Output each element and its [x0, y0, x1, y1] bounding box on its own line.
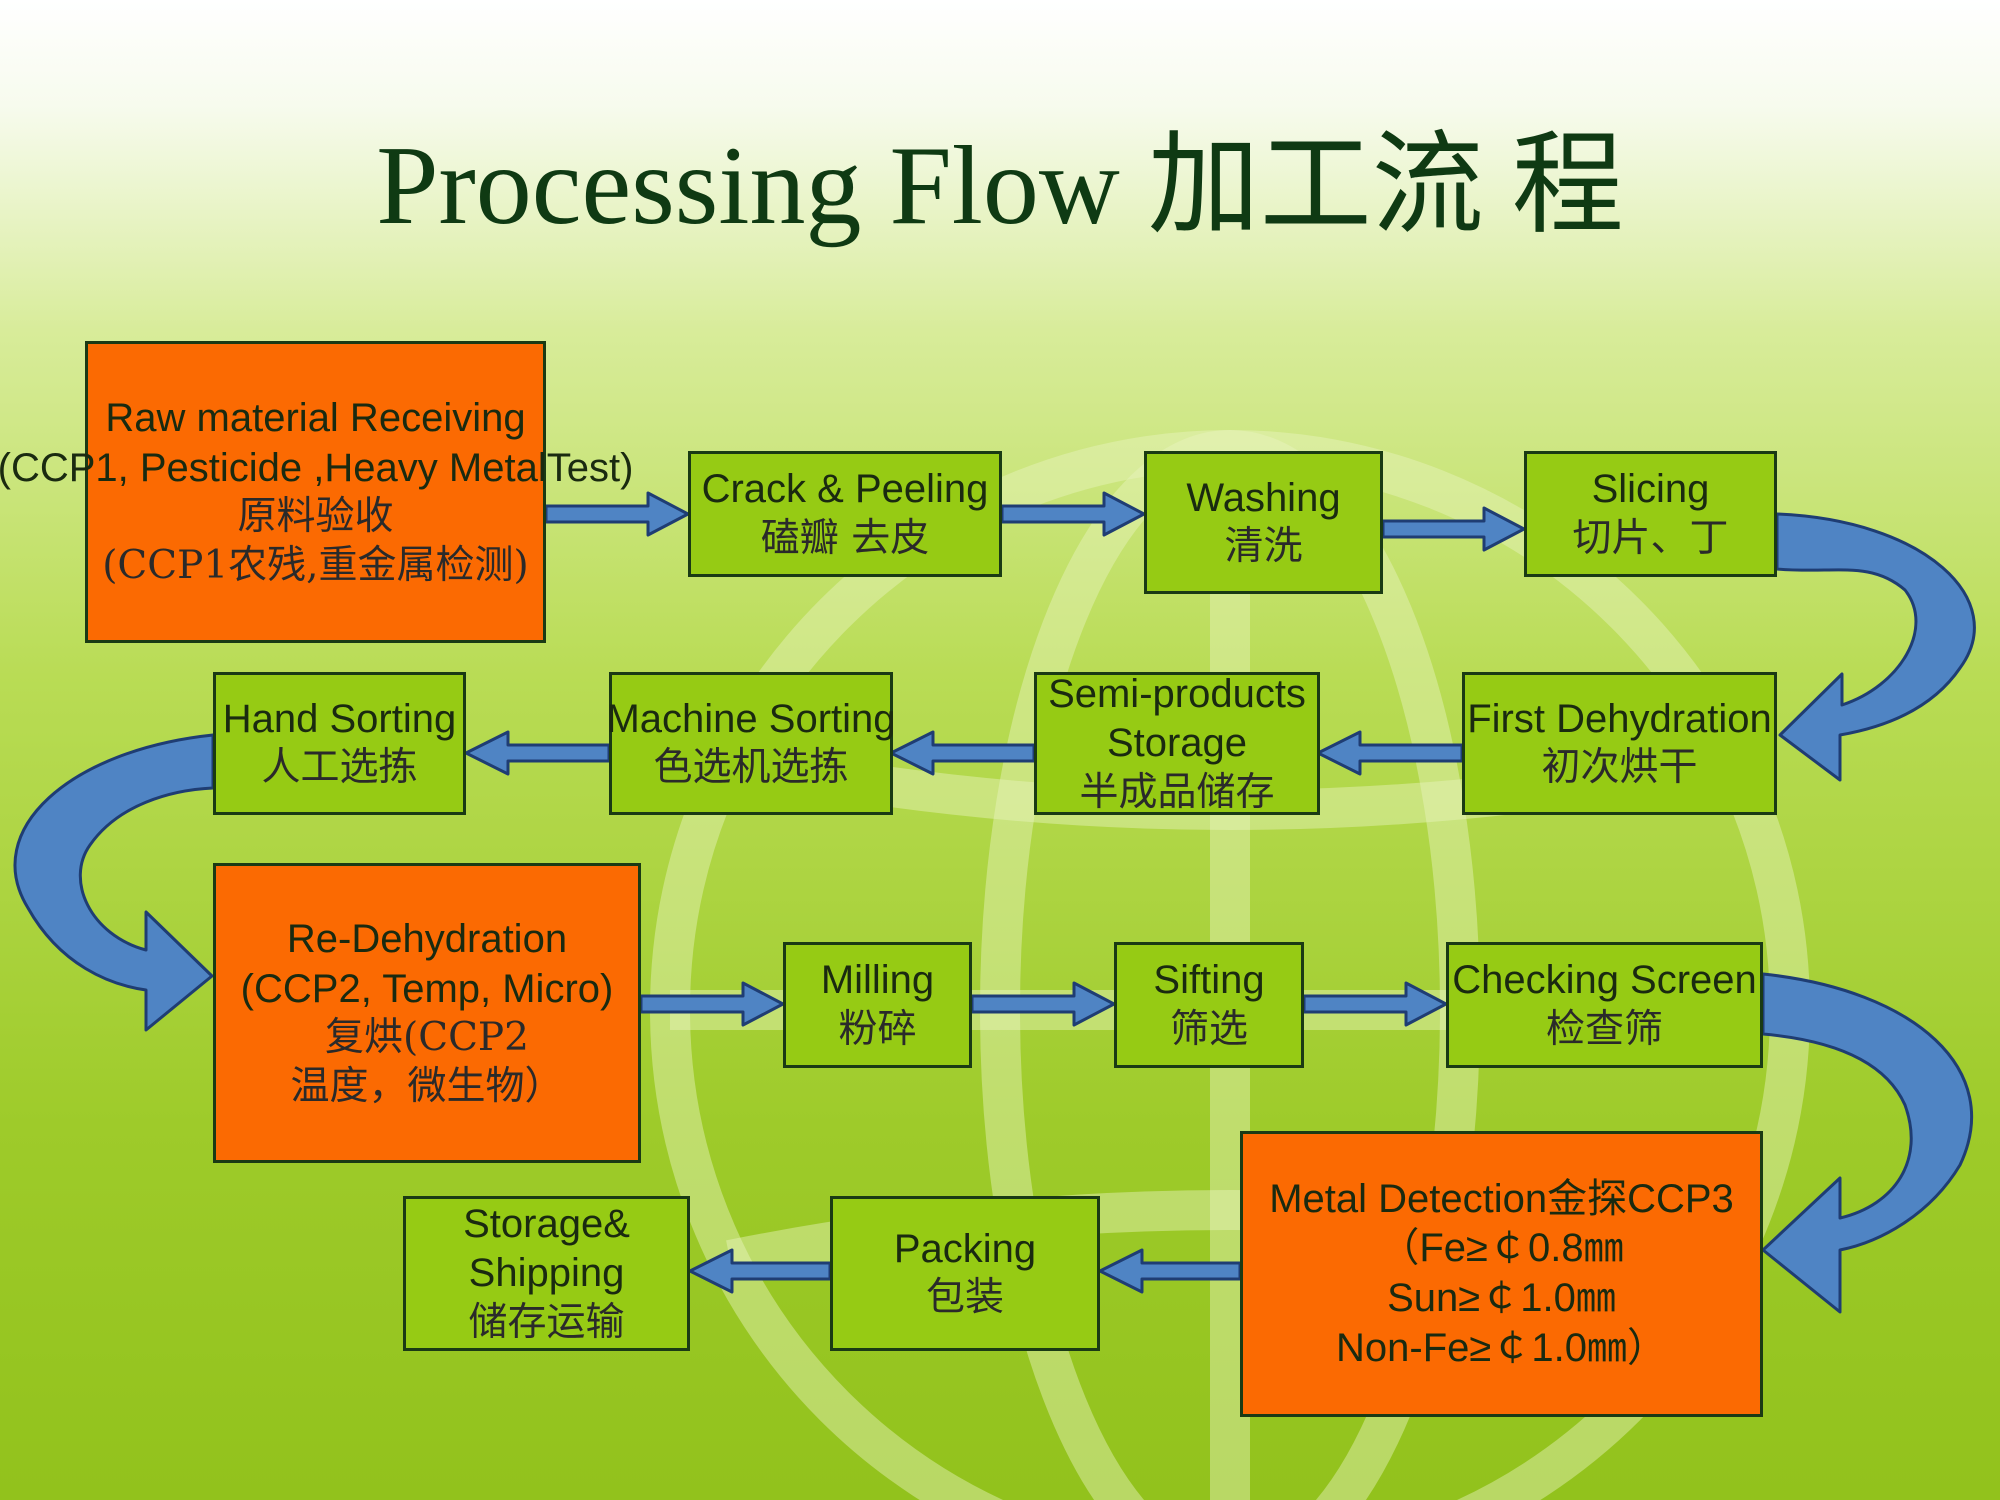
step-label: Semi-products [1048, 671, 1306, 716]
step-label: Sun≥￠1.0㎜ [1387, 1276, 1616, 1320]
step-label-zh: 检查筛 [1545, 1006, 1663, 1052]
step-label: Metal Detection金探CCP3 [1269, 1176, 1734, 1221]
step-label: Checking Screen [1452, 958, 1757, 1003]
step-label: Sifting [1153, 958, 1265, 1003]
curve-arrow-hand-to-redehydration [13, 733, 215, 1032]
step-label: （Fe≥￠0.8㎜ [1379, 1226, 1624, 1271]
step-label-zh: (CCP1农残,重金属检测) [102, 542, 529, 588]
page-title: Processing Flow 加工流 程 [376, 124, 1624, 248]
step-milling: Milling 粉碎 [783, 942, 972, 1068]
step-label: (CCP2, Temp, Micro) [240, 966, 614, 1011]
step-label: Washing [1186, 475, 1341, 520]
step-first-dehydration: First Dehydration 初次烘干 [1462, 672, 1777, 815]
step-slicing: Slicing 切片、丁 [1524, 451, 1777, 577]
step-label: Storage& [463, 1201, 630, 1246]
arrow-raw-to-crack [544, 491, 690, 537]
arrow-metal-to-packing [1098, 1248, 1242, 1294]
arrow-milling-to-sifting [970, 981, 1116, 1027]
step-label-zh: 粉碎 [838, 1006, 917, 1052]
step-label: Re-Dehydration [286, 917, 568, 962]
step-crack-peeling: Crack & Peeling 磕瓣 去皮 [688, 451, 1002, 577]
arrow-redehydration-to-milling [639, 981, 785, 1027]
step-hand-sorting: Hand Sorting 人工选拣 [213, 672, 466, 815]
step-label-zh: 人工选拣 [261, 745, 418, 791]
step-label: First Dehydration [1467, 696, 1772, 741]
step-label-zh: 初次烘干 [1541, 745, 1698, 791]
step-metal-detection: Metal Detection金探CCP3 （Fe≥￠0.8㎜ Sun≥￠1.0… [1240, 1131, 1763, 1417]
curve-arrow-slicing-to-first [1775, 512, 1976, 782]
arrow-sifting-to-checking [1302, 981, 1448, 1027]
step-label: Milling [820, 958, 935, 1003]
step-label-zh: 筛选 [1169, 1006, 1248, 1052]
step-label: Raw material Receiving [105, 396, 526, 441]
step-label: Shipping [468, 1251, 625, 1296]
step-label-zh: 切片、丁 [1572, 515, 1729, 561]
step-label: Non-Fe≥￠1.0㎜） [1336, 1325, 1667, 1370]
step-label: Packing [893, 1226, 1037, 1271]
step-label-zh: 半成品储存 [1079, 769, 1275, 815]
arrow-packing-to-storage [688, 1248, 832, 1294]
step-sifting: Sifting 筛选 [1114, 942, 1304, 1068]
step-label-zh: 储存运输 [468, 1299, 625, 1345]
step-label: Machine Sorting [606, 696, 896, 741]
step-label-zh: 复烘(CCP2 [325, 1015, 529, 1061]
step-washing: Washing 清洗 [1144, 451, 1383, 594]
step-label-zh: 原料验收 [237, 494, 394, 540]
step-label: Slicing [1591, 467, 1710, 512]
step-label: (CCP1, Pesticide ,Heavy MetalTest) [0, 445, 634, 490]
step-raw-material-receiving: Raw material Receiving (CCP1, Pesticide … [0, 341, 633, 643]
step-re-dehydration: Re-Dehydration (CCP2, Temp, Micro) 复烘(CC… [213, 863, 641, 1163]
curve-arrow-checking-to-metal [1761, 972, 1973, 1314]
arrow-crack-to-washing [1000, 491, 1146, 537]
step-semi-products-storage: Semi-products Storage 半成品储存 [1034, 672, 1320, 815]
step-packing: Packing 包装 [830, 1196, 1100, 1351]
step-label-zh: 包装 [925, 1275, 1004, 1321]
arrow-washing-to-slicing [1381, 506, 1526, 552]
step-label-zh: 温度，微生物） [290, 1063, 564, 1109]
step-checking-screen: Checking Screen 检查筛 [1446, 942, 1763, 1068]
step-label: Crack & Peeling [701, 467, 989, 512]
step-label-zh: 色选机选拣 [653, 745, 849, 791]
step-label: Hand Sorting [222, 696, 457, 741]
step-label: Storage [1106, 721, 1248, 766]
step-label-zh: 清洗 [1224, 524, 1303, 570]
arrow-machine-to-hand [464, 730, 611, 776]
step-machine-sorting: Machine Sorting 色选机选拣 [606, 672, 896, 815]
step-storage-shipping: Storage& Shipping 储存运输 [403, 1196, 690, 1351]
arrow-semi-to-machine [889, 730, 1036, 776]
step-label-zh: 磕瓣 去皮 [760, 515, 930, 561]
arrow-first-to-semi [1316, 730, 1464, 776]
